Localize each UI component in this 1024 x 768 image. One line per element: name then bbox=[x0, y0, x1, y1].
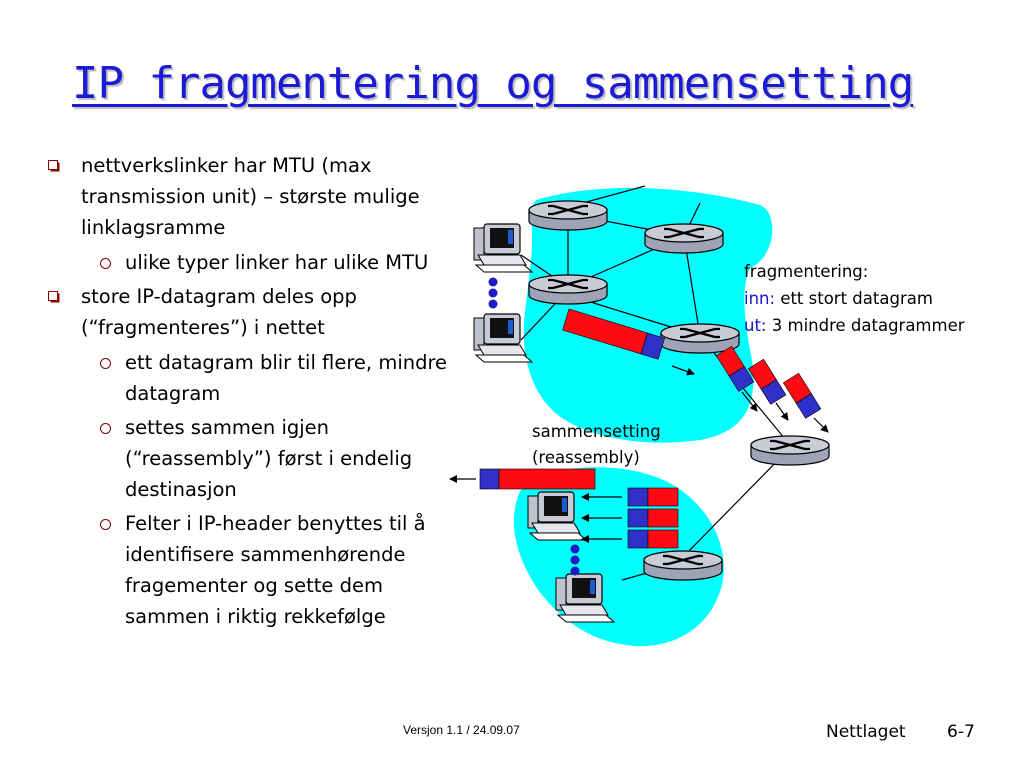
fragment-2 bbox=[747, 358, 787, 405]
footer-version: Versjon 1.1 / 24.09.07 bbox=[403, 723, 520, 737]
bullet-text: nettverkslinker har MTU (max transmissio… bbox=[81, 154, 420, 239]
router-icon bbox=[527, 273, 609, 306]
large-datagram bbox=[562, 308, 666, 360]
sub-bullet-header-fields: Felter i IP-header benyttes til å identi… bbox=[44, 508, 454, 632]
sub-bullet-text: Felter i IP-header benyttes til å identi… bbox=[125, 512, 426, 628]
footer-page-number: 6-7 bbox=[947, 722, 975, 742]
more-hosts-dots bbox=[488, 277, 580, 576]
router-icon bbox=[643, 222, 725, 255]
router-icon bbox=[527, 199, 609, 232]
network-cloud-top bbox=[523, 188, 773, 443]
computer-icon bbox=[473, 223, 533, 273]
square-bullet-icon bbox=[48, 291, 58, 301]
router-icon bbox=[749, 434, 831, 467]
sub-bullet-text: ett datagram blir til flere, mindre data… bbox=[125, 351, 448, 405]
fragmentation-label: fragmentering: bbox=[744, 262, 868, 281]
sub-bullet-reassembly: settes sammen igjen (“reassembly”) først… bbox=[44, 412, 454, 505]
reassembly-label-english: (reassembly) bbox=[532, 448, 640, 467]
output-description: ut: 3 mindre datagrammer bbox=[744, 316, 965, 335]
reassembly-label: sammensetting bbox=[532, 422, 661, 441]
circle-bullet-icon bbox=[100, 358, 111, 369]
circle-bullet-icon bbox=[100, 258, 111, 269]
sub-bullet-one-to-many: ett datagram blir til flere, mindre data… bbox=[44, 347, 454, 409]
fragment-3 bbox=[782, 372, 822, 419]
sub-bullet-text: settes sammen igjen (“reassembly”) først… bbox=[125, 416, 413, 501]
reassembled-datagram bbox=[479, 468, 596, 490]
bullet-mtu: nettverkslinker har MTU (max transmissio… bbox=[44, 150, 454, 243]
circle-bullet-icon bbox=[100, 423, 111, 434]
received-fragments bbox=[627, 487, 679, 549]
fragment-1 bbox=[715, 345, 755, 392]
bullet-fragmentation: store IP-datagram deles opp (“fragmenter… bbox=[44, 281, 454, 343]
router-icon bbox=[642, 549, 724, 582]
sub-bullet-text: ulike typer linker har ulike MTU bbox=[125, 251, 429, 274]
square-bullet-icon bbox=[48, 160, 58, 170]
slide-title: IP fragmentering og sammensetting bbox=[72, 58, 914, 109]
circle-bullet-icon bbox=[100, 519, 111, 530]
footer-section-name: Nettlaget bbox=[826, 722, 906, 742]
sub-bullet-link-types: ulike typer linker har ulike MTU bbox=[44, 247, 454, 278]
bullet-list: nettverkslinker har MTU (max transmissio… bbox=[44, 150, 454, 635]
bullet-text: store IP-datagram deles opp (“fragmenter… bbox=[81, 285, 357, 339]
input-description: inn: ett stort datagram bbox=[744, 289, 933, 308]
